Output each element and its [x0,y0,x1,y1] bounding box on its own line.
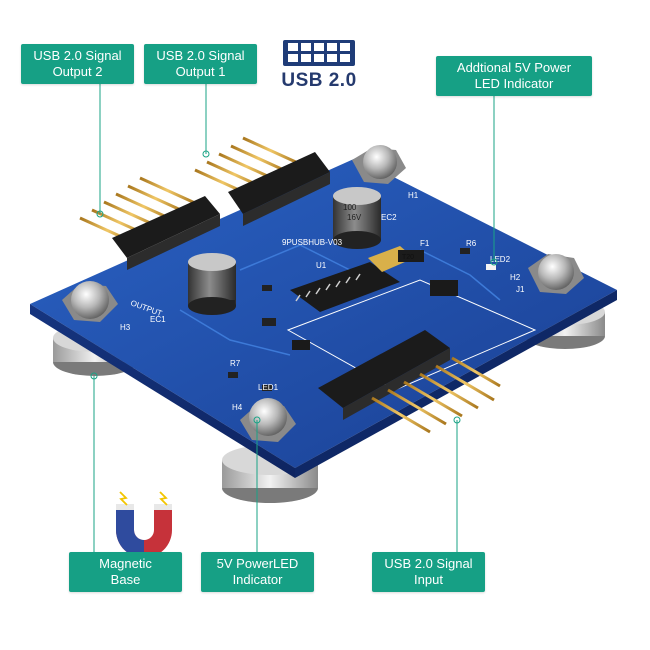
capacitor-ec1 [188,253,236,315]
callout-extra-led-line1: Addtional 5V Power [456,60,572,75]
screw-nut-h4 [240,398,296,442]
silk-r6: R6 [466,239,477,248]
callout-extra-led: Addtional 5V Power LED Indicator [436,56,592,96]
cap-rating-value: 100 [343,203,357,212]
silk-h4: H4 [232,403,243,412]
silk-ec1: EC1 [150,315,166,324]
header-output-2 [79,176,220,270]
callout-extra-led-line2: LED Indicator [474,76,554,91]
header-output-1 [194,136,330,226]
fuse-component [368,246,424,272]
screw-nut-h1 [352,145,406,184]
screw-nut-h3 [62,281,118,322]
silk-h2: H2 [510,273,521,282]
callout-magnetic-base-line1: Magnetic [99,556,152,571]
hub-ic-chip [290,262,400,312]
callout-leader-lines [90,84,498,552]
callout-power-led: 5V PowerLED Indicator [201,552,314,592]
callout-output-2-line1: USB 2.0 Signal [33,48,122,63]
callout-output-2-line2: Output 2 [52,64,103,79]
silk-f1: F1 [420,239,430,248]
silk-led1: LED1 [258,383,279,392]
callout-power-led-line1: 5V PowerLED [216,556,299,571]
silk-h1: H1 [408,191,419,200]
pcb-board [30,158,617,478]
silk-u1: U1 [316,261,327,270]
callout-output-1-line1: USB 2.0 Signal [156,48,245,63]
callout-magnetic-base-line2: Base [110,572,141,587]
smd-components [225,248,496,391]
silk-board-name: 9PUSBHUB-V03 [282,238,343,247]
callout-output-2: USB 2.0 Signal Output 2 [21,44,134,84]
callout-power-led-line2: Indicator [232,572,283,587]
magnet-icon [116,491,172,558]
usb-logo-grid-icon [283,40,355,66]
silk-r7: R7 [230,359,241,368]
usb-logo-label: USB 2.0 [281,70,357,91]
callout-magnetic-base: Magnetic Base [69,552,182,592]
header-input [318,328,501,434]
cap-rating-voltage: 16V [347,213,362,222]
callout-output-1-line2: Output 1 [175,64,226,79]
screw-nut-h2 [528,254,584,294]
silk-led2: LED2 [490,255,511,264]
silk-t20: T20 [402,254,414,261]
silk-ec2: EC2 [381,213,397,222]
callout-usb-input: USB 2.0 Signal Input [372,552,485,592]
silk-h3: H3 [120,323,131,332]
silk-j1: J1 [516,285,525,294]
capacitor-ec2 [333,187,381,249]
callout-usb-input-line2: Input [414,572,443,587]
callout-output-1: USB 2.0 Signal Output 1 [144,44,257,84]
callout-usb-input-line1: USB 2.0 Signal [384,556,473,571]
usb-2-logo: USB 2.0 [281,40,357,94]
